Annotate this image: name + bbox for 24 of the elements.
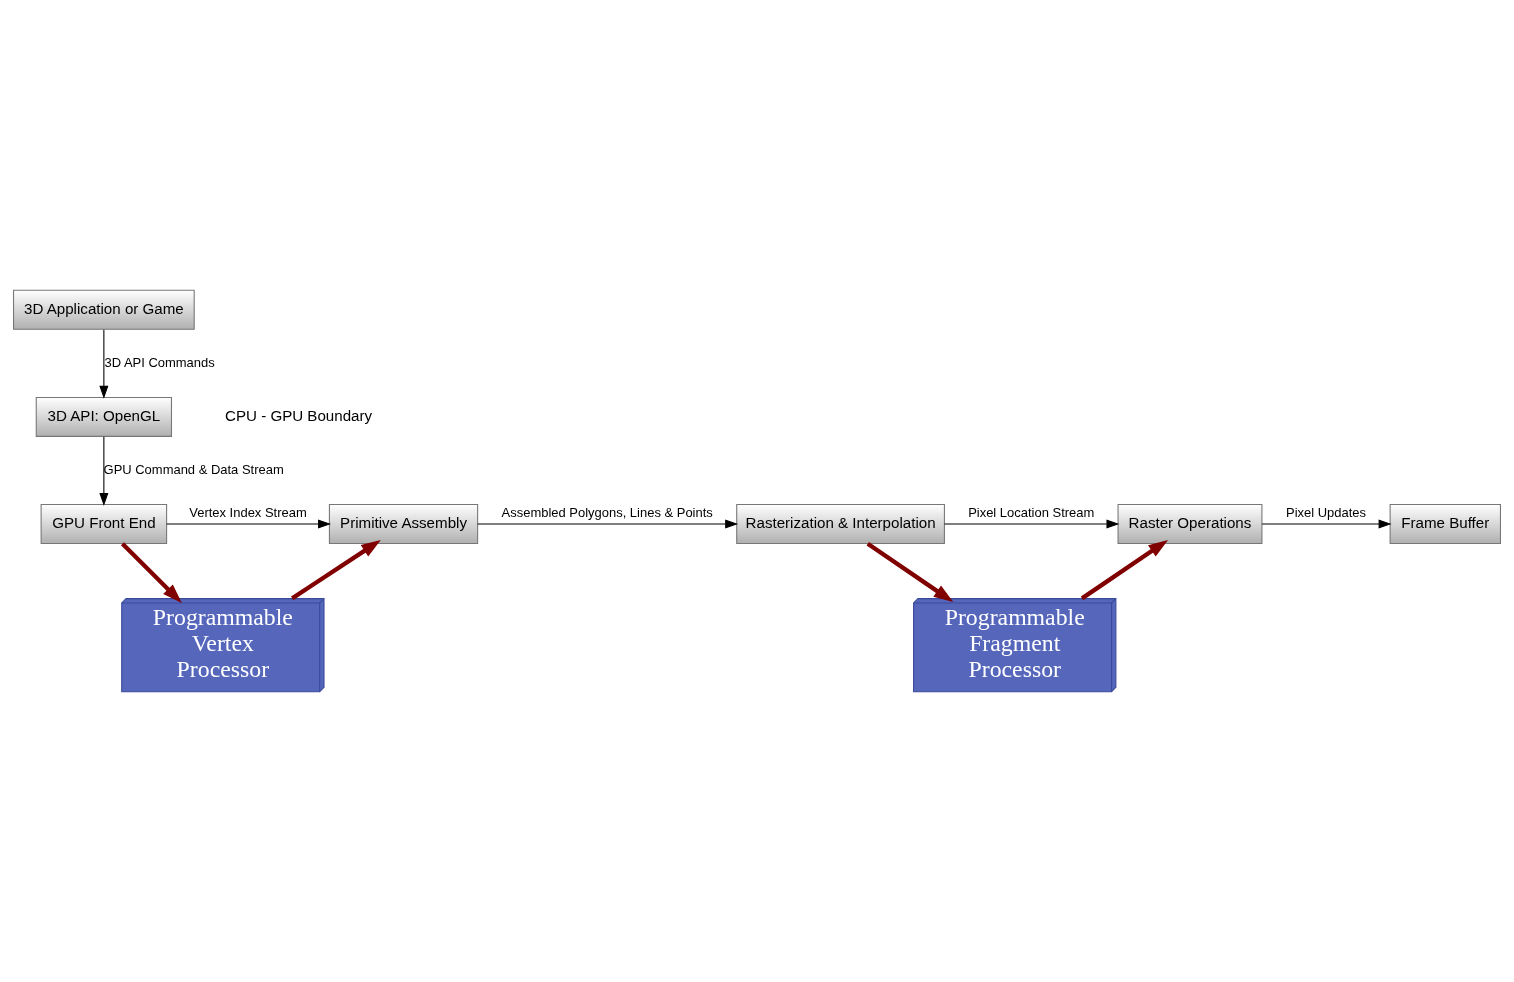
edge-label: Pixel Updates [1286,505,1367,521]
arrow [99,436,109,506]
arrow [120,542,182,604]
edge-label: Assembled Polygons, Lines & Points [501,505,713,521]
arrow [866,541,954,603]
arrow [943,519,1120,529]
node-box: Rasterization & Interpolation [736,503,945,544]
edge-label: Vertex Index Stream [189,505,307,521]
arrow [291,540,381,601]
edge-label: GPU Command & Data Stream [103,461,284,477]
arrow [477,519,739,529]
edge-label: Pixel Location Stream [968,505,1095,521]
node-box: Primitive Assembly [328,503,479,544]
arrow [99,329,109,399]
node-box: GPU Front End [40,503,168,544]
arrow [166,519,332,529]
node-box: 3D Application or Game [13,289,195,330]
label: CPU - GPU Boundary [225,406,373,424]
arrow [1261,519,1392,529]
edge-label: 3D API Commands [104,354,215,370]
node-box: Raster Operations [1117,503,1263,544]
arrow [1080,540,1169,601]
node-box: Frame Buffer [1389,503,1501,544]
node-box: 3D API: OpenGL [35,396,172,437]
